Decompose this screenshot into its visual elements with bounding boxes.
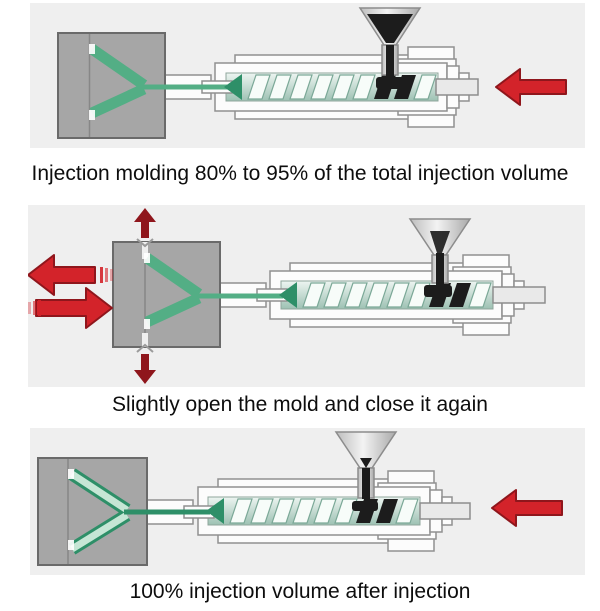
stage-1-panel — [30, 3, 585, 148]
ejector-notch — [144, 319, 150, 329]
melt-stream — [367, 14, 413, 43]
screw-flights — [247, 74, 437, 100]
hopper-funnel-icon — [334, 431, 398, 499]
motion-hash-marks — [100, 267, 113, 283]
ejector-notch — [68, 540, 74, 550]
injection-pressure-arrow-left-icon — [491, 489, 563, 527]
screw-rod — [492, 286, 546, 304]
mold-slit — [142, 242, 148, 259]
stage-2-caption: Slightly open the mold and close it agai… — [112, 393, 488, 416]
stage-2-panel — [28, 205, 585, 387]
injection-machine-diagram-2 — [28, 208, 546, 384]
stage-3-panel — [30, 428, 585, 575]
screw-flights — [302, 282, 492, 308]
melt-stream — [430, 231, 450, 253]
ejector-notch — [89, 44, 95, 54]
screw-tip — [279, 282, 297, 308]
mold-block — [37, 457, 148, 566]
motion-mark — [136, 238, 154, 248]
mold-slit — [142, 333, 148, 347]
molded-part — [68, 468, 210, 555]
stage-3-caption: 100% injection volume after injection — [129, 580, 471, 603]
melt-under-hopper — [424, 285, 452, 297]
mold-open-arrow-up-icon — [134, 208, 156, 238]
screw-flights — [229, 498, 419, 524]
molded-part — [143, 253, 283, 329]
screw-tip — [206, 498, 224, 524]
mold-open-arrow-down-icon — [134, 354, 156, 384]
ejector-notch — [144, 253, 150, 263]
injection-machine-diagram-1 — [57, 7, 567, 139]
motion-hash-marks — [28, 300, 41, 316]
melt-stream — [360, 458, 372, 468]
injection-machine-diagram-3 — [37, 431, 563, 566]
motion-mark — [136, 343, 154, 353]
screw-tip — [224, 74, 242, 100]
hopper-funnel-icon — [408, 218, 472, 285]
melt-under-hopper — [352, 501, 378, 511]
hopper-funnel-icon — [358, 7, 422, 79]
stage-1-caption: Injection molding 80% to 95% of the tota… — [31, 162, 569, 185]
mold-open-arrow-left-icon — [28, 254, 96, 296]
screw-rod — [419, 502, 471, 520]
mold-close-arrow-right-icon — [35, 287, 113, 329]
melt-under-hopper — [376, 77, 406, 89]
ejector-notch — [68, 469, 74, 479]
molded-part — [88, 44, 228, 120]
injection-pressure-arrow-left-icon — [495, 68, 567, 106]
screw-rod — [435, 78, 479, 96]
ejector-notch — [89, 110, 95, 120]
